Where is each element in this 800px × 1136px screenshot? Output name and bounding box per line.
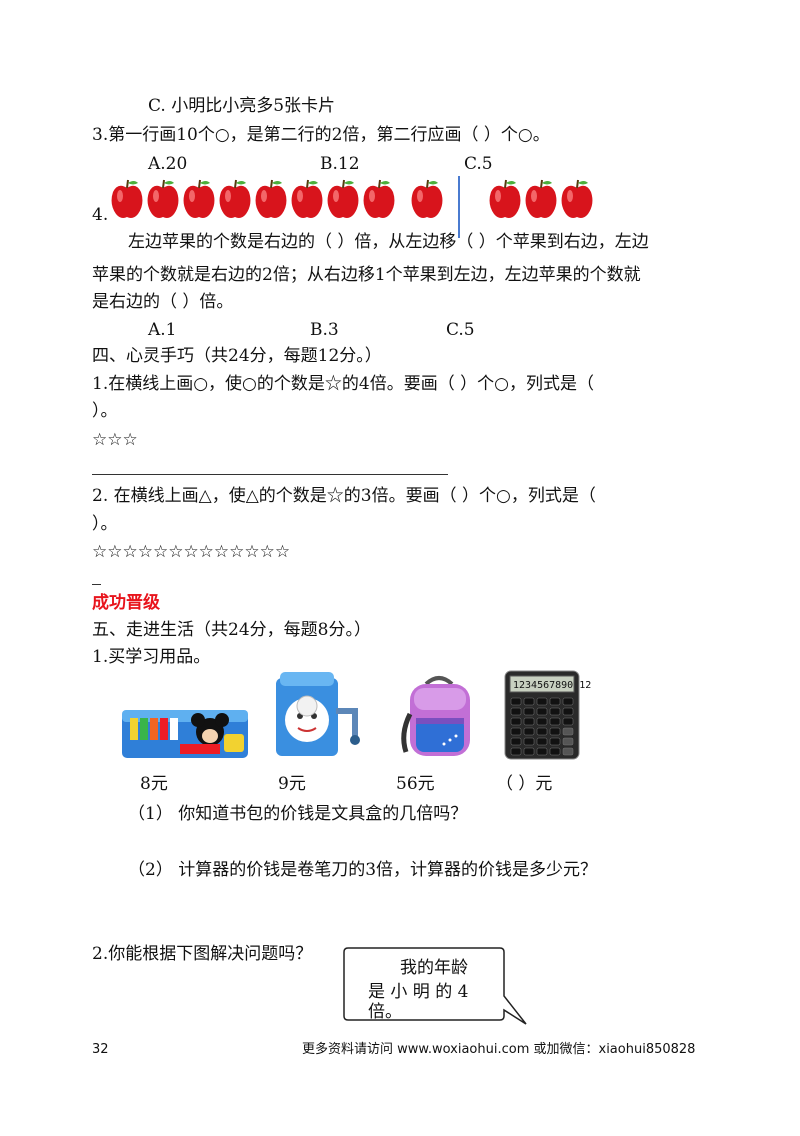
calculator-key [536, 747, 548, 756]
s5-q2-title: 2.你能根据下图解决问题吗？ [92, 944, 313, 964]
s4-q1-line-2: ）。 [92, 401, 118, 421]
calculator-key [562, 727, 574, 736]
question-3: 3.第一行画10个○，是第二行的2倍，第二行应画（ ）个○。 [92, 125, 550, 145]
q4-line-2: 苹果的个数就是右边的2倍；从右边移1个苹果到左边，左边苹果的个数就 [92, 265, 641, 285]
price-backpack: 56元 [396, 774, 435, 794]
calculator-key [523, 717, 535, 726]
bubble-line-2: 是 小 明 的 4 [368, 982, 469, 1002]
apple-divider [458, 176, 460, 238]
s4-q2-line-1: 2. 在横线上画△，使△的个数是☆的3倍。要画（ ）个○，列式是（ [92, 486, 596, 506]
q4-line-3: 是右边的（ ）倍。 [92, 292, 234, 312]
calculator-key [510, 737, 522, 746]
s4-q2-stars: ☆☆☆☆☆☆☆☆☆☆☆☆☆ [92, 542, 291, 562]
s5-q1-title: 1.买学习用品。 [92, 647, 211, 667]
price-calculator: （ ）元 [496, 774, 553, 794]
calculator-key [510, 717, 522, 726]
price-pencil-case: 8元 [140, 774, 168, 794]
calculator-key [510, 697, 522, 706]
page-number: 32 [92, 1042, 109, 1057]
q4-option-a: A.1 [148, 320, 177, 340]
calculator-key [562, 707, 574, 716]
calc-display: 1234567890 12 [513, 680, 591, 691]
apple-icon [290, 178, 324, 220]
apple-icon [410, 178, 444, 220]
backpack-icon [396, 674, 482, 760]
pencil-case-icon [120, 704, 250, 760]
apple-icon [254, 178, 288, 220]
calculator-key [510, 707, 522, 716]
calculator-key [549, 747, 561, 756]
q3-option-c: C.5 [464, 154, 493, 174]
question-4-number: 4. [92, 205, 109, 225]
calculator-key [523, 697, 535, 706]
calculator-key [536, 707, 548, 716]
q4-line-1: 左边苹果的个数是右边的（ ）倍，从左边移（ ）个苹果到右边，左边 [128, 232, 649, 252]
calculator-key [549, 727, 561, 736]
s4-q2-line-2: ）。 [92, 514, 118, 534]
q4-option-b: B.3 [310, 320, 339, 340]
calculator-key [549, 737, 561, 746]
bubble-line-1: 我的年龄 [400, 958, 468, 978]
calculator-icon: 1234567890 12 [504, 670, 591, 760]
s5-sub-question-2: （2） 计算器的价钱是卷笔刀的3倍，计算器的价钱是多少元？ [128, 860, 598, 880]
calculator-key [523, 747, 535, 756]
calculator-key [549, 697, 561, 706]
footer-text: 更多资料请访问 www.woxiaohui.com 或加微信：xiaohui85… [302, 1042, 696, 1057]
section-4-title: 四、心灵手巧（共24分，每题12分。） [92, 346, 382, 366]
calculator-key [523, 707, 535, 716]
section-5-title: 五、走进生活（共24分，每题8分。） [92, 620, 371, 640]
pencil-sharpener-icon [270, 670, 366, 758]
price-sharpener: 9元 [278, 774, 306, 794]
answer-line-short [92, 584, 101, 585]
s5-sub-question-1: （1） 你知道书包的价钱是文具盒的几倍吗？ [128, 804, 468, 824]
section-banner: 成功晋级 [92, 593, 160, 613]
bubble-line-3: 倍。 [368, 1002, 402, 1022]
option-c-previous: C. 小明比小亮多5张卡片 [148, 96, 336, 116]
calculator-key [536, 697, 548, 706]
apple-illustration [110, 178, 600, 222]
speech-bubble [340, 944, 530, 1034]
apple-icon [362, 178, 396, 220]
calculator-key [510, 727, 522, 736]
s4-q1-stars: ☆☆☆ [92, 430, 138, 450]
calculator-key [562, 697, 574, 706]
apple-icon [488, 178, 522, 220]
calculator-key [536, 717, 548, 726]
calculator-key [536, 727, 548, 736]
calculator-key [549, 707, 561, 716]
apple-icon [524, 178, 558, 220]
calculator-key [523, 737, 535, 746]
calculator-key [510, 747, 522, 756]
q4-option-c: C.5 [446, 320, 475, 340]
calculator-key [523, 727, 535, 736]
calculator-key [549, 717, 561, 726]
apple-icon [146, 178, 180, 220]
apple-icon [218, 178, 252, 220]
q3-option-a: A.20 [148, 154, 188, 174]
apple-icon [560, 178, 594, 220]
answer-line [92, 474, 448, 475]
s4-q1-line-1: 1.在横线上画○，使○的个数是☆的4倍。要画（ ）个○，列式是（ [92, 374, 594, 394]
apple-icon [182, 178, 216, 220]
calculator-key [562, 747, 574, 756]
apple-icon [110, 178, 144, 220]
calculator-key [562, 717, 574, 726]
q3-option-b: B.12 [320, 154, 360, 174]
calculator-key [562, 737, 574, 746]
calculator-key [536, 737, 548, 746]
apple-icon [326, 178, 360, 220]
